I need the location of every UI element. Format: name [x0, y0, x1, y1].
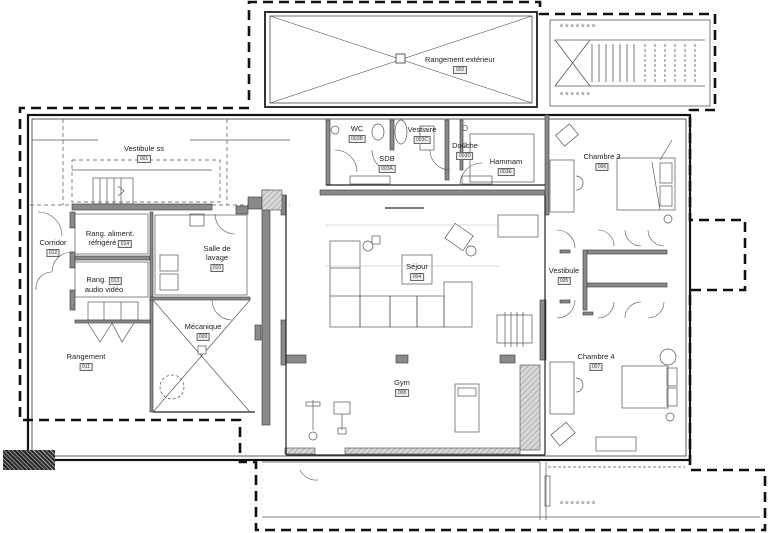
room-label-wc: WC 003B	[348, 124, 366, 143]
gym-equipment	[305, 383, 480, 441]
room-label-chambre-4: Chambre 4 007	[577, 352, 615, 371]
room-label-mecanique: Mécanique 009	[184, 322, 222, 341]
room-label-vestibule: Vestibule 005	[548, 266, 580, 285]
hatched-legend-icon	[3, 450, 55, 470]
room-label-chambre-3: Chambre 3 006	[583, 152, 621, 171]
svg-text:* * * * * *: * * * * * *	[560, 91, 590, 100]
interior-walls	[69, 114, 668, 426]
room-label-vestiaire: Vestiaire 003C	[407, 125, 437, 144]
exterior-storage	[264, 11, 538, 108]
vegetation: * * * * * * * * * * * * * * * * * * * *	[560, 23, 596, 510]
lower-terrace	[262, 461, 760, 520]
hatched-walls	[261, 189, 541, 455]
exterior-stair	[549, 19, 711, 107]
room-label-rang-audio-video: Rang.013 audio vidéo	[84, 275, 124, 294]
svg-text:* * * * * * *: * * * * * * *	[560, 23, 595, 32]
excavation-dashed-outline	[18, 0, 767, 532]
partitions	[153, 184, 546, 456]
bedroom-furniture	[549, 123, 678, 452]
exterior-walls	[26, 113, 692, 462]
door-swings	[35, 149, 665, 481]
room-label-gym: Gym 008	[394, 378, 410, 397]
room-label-salle-de-lavage: Salle de lavage 010	[203, 244, 231, 272]
room-label-douche: Douche 003D	[452, 141, 478, 160]
room-label-sejour: Séjour 004	[406, 262, 428, 281]
room-label-rangement-exterieur: Rangement extérieur 002	[424, 55, 496, 74]
room-label-vestibule-ss: Vestibule ss 001	[123, 144, 165, 163]
room-label-hammam: Hammam 003E	[489, 157, 523, 176]
sejour-furniture	[325, 207, 539, 347]
room-label-rangement: Rangement 011	[66, 352, 106, 371]
svg-text:* * * * * * *: * * * * * * *	[560, 500, 595, 509]
room-label-sdb: SDB 003A	[378, 154, 396, 173]
room-label-corridor: Corridor 012	[39, 238, 67, 257]
